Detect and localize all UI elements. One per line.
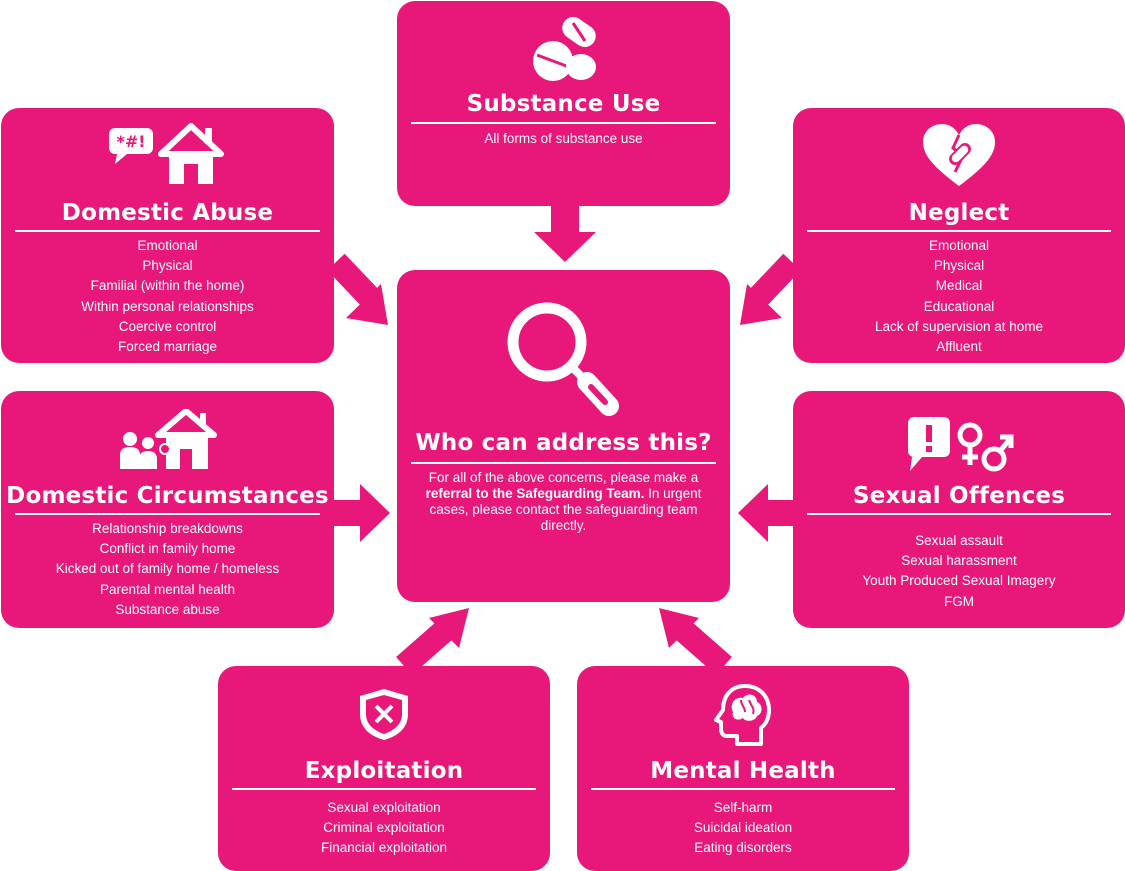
card-domestic-abuse: *#! Domestic Abuse Emotional Physical Fa… bbox=[1, 108, 334, 363]
magnifier-icon bbox=[397, 296, 730, 421]
item-list: Emotional Physical Medical Educational L… bbox=[793, 236, 1125, 357]
arrow-exploitation bbox=[396, 608, 469, 676]
list-item: Substance abuse bbox=[115, 601, 220, 617]
card-exploitation: Exploitation Sexual exploitation Crimina… bbox=[218, 666, 550, 871]
list-item: Conflict in family home bbox=[99, 541, 236, 557]
card-mental-health: Mental Health Self-harm Suicidal ideatio… bbox=[577, 666, 909, 871]
item-list: Emotional Physical Familial (within the … bbox=[1, 236, 334, 357]
item-list: Sexual exploitation Criminal exploitatio… bbox=[218, 798, 550, 859]
divider bbox=[15, 230, 320, 232]
list-item: Self-harm bbox=[713, 800, 773, 815]
list-item: Lack of supervision at home bbox=[874, 318, 1044, 334]
shouting-house-icon: *#! bbox=[1, 120, 334, 188]
shield-x-icon bbox=[218, 686, 550, 742]
list-item: Familial (within the home) bbox=[90, 278, 245, 294]
head-brain-icon bbox=[577, 682, 909, 748]
list-item: FGM bbox=[944, 593, 974, 609]
divider bbox=[15, 513, 320, 515]
referral-emphasis: referral to the Safeguarding Team. bbox=[425, 486, 645, 501]
item-list: Relationship breakdowns Conflict in fami… bbox=[1, 519, 334, 620]
card-title: Domestic Abuse bbox=[61, 200, 274, 226]
pills-icon bbox=[397, 17, 730, 87]
card-title: Substance Use bbox=[466, 91, 661, 117]
arrow-substance-use bbox=[534, 205, 596, 262]
list-item: Educational bbox=[923, 298, 995, 314]
warning-gender-icon bbox=[793, 413, 1125, 475]
divider bbox=[591, 788, 895, 790]
card-who-can-address: Who can address this? For all of the abo… bbox=[397, 270, 730, 602]
arrow-neglect bbox=[740, 253, 801, 325]
card-title: Exploitation bbox=[304, 758, 464, 784]
list-item: All forms of substance use bbox=[484, 131, 643, 146]
card-neglect: Neglect Emotional Physical Medical Educa… bbox=[793, 108, 1125, 363]
list-item: Physical bbox=[142, 258, 193, 274]
arrow-domestic-abuse bbox=[327, 253, 388, 325]
list-item: Coercive control bbox=[118, 318, 217, 334]
referral-text: For all of the above concerns, please ma… bbox=[397, 470, 730, 534]
divider bbox=[807, 230, 1111, 232]
card-title: Who can address this? bbox=[415, 430, 712, 456]
list-item: Emotional bbox=[137, 238, 198, 253]
list-item: Within personal relationships bbox=[81, 298, 254, 314]
list-item: Relationship breakdowns bbox=[92, 521, 243, 536]
list-item: Financial exploitation bbox=[320, 840, 448, 856]
list-item: Emotional bbox=[928, 238, 990, 253]
divider bbox=[411, 462, 716, 464]
list-item: Suicidal ideation bbox=[693, 820, 793, 836]
list-item: Medical bbox=[935, 278, 983, 294]
list-item: Parental mental health bbox=[99, 581, 236, 597]
list-item: Youth Produced Sexual Imagery bbox=[862, 573, 1056, 589]
divider bbox=[411, 122, 716, 124]
family-house-icon bbox=[1, 409, 334, 471]
list-item: Sexual exploitation bbox=[327, 800, 441, 815]
item-list: Self-harm Suicidal ideation Eating disor… bbox=[577, 798, 909, 859]
divider bbox=[807, 513, 1111, 515]
text-after: In urgent cases, please contact the safe… bbox=[429, 486, 702, 533]
card-domestic-circumstances: Domestic Circumstances Relationship brea… bbox=[1, 391, 334, 628]
card-title: Domestic Circumstances bbox=[6, 483, 329, 509]
item-list: Sexual assault Sexual harassment Youth P… bbox=[793, 531, 1125, 612]
list-item: Affluent bbox=[936, 339, 982, 355]
card-sexual-offences: Sexual Offences Sexual assault Sexual ha… bbox=[793, 391, 1125, 628]
icon-text: *#! bbox=[116, 132, 145, 151]
list-item: Physical bbox=[933, 258, 985, 274]
list-item: Eating disorders bbox=[694, 840, 792, 856]
list-item: Sexual harassment bbox=[901, 553, 1017, 569]
list-item: Sexual assault bbox=[915, 533, 1003, 548]
card-title: Sexual Offences bbox=[852, 483, 1066, 509]
bandaged-heart-icon bbox=[793, 122, 1125, 190]
arrow-domestic-circumstances bbox=[333, 484, 390, 542]
card-substance-use: Substance Use All forms of substance use bbox=[397, 1, 730, 206]
card-title: Neglect bbox=[908, 200, 1010, 226]
arrow-sexual-offences bbox=[738, 484, 795, 542]
list-item: Criminal exploitation bbox=[323, 820, 445, 836]
arrow-mental-health bbox=[659, 608, 732, 676]
text-before: For all of the above concerns, please ma… bbox=[428, 470, 699, 485]
list-item: Forced marriage bbox=[117, 339, 218, 355]
divider bbox=[232, 788, 536, 790]
card-title: Mental Health bbox=[650, 758, 836, 784]
item-list: All forms of substance use bbox=[397, 129, 730, 149]
list-item: Kicked out of family home / homeless bbox=[55, 561, 280, 577]
